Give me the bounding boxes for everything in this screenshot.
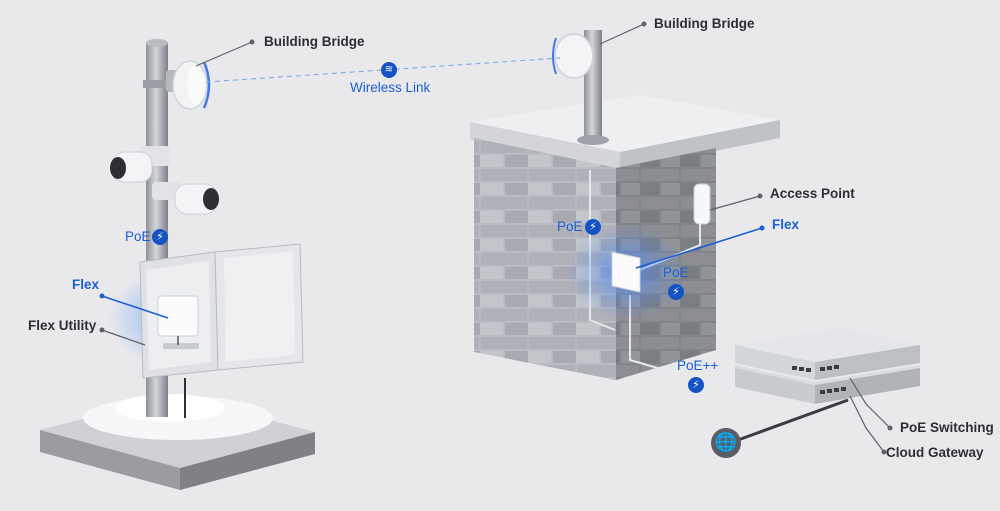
- flex-utility-enclosure: [139, 243, 304, 418]
- camera-lower: [152, 182, 219, 215]
- label-poe-right-mid: PoE: [663, 265, 689, 280]
- globe-icon: 🌐: [711, 428, 741, 458]
- leader-building-bridge-left: [195, 41, 253, 67]
- leader-building-bridge-right: [599, 23, 645, 45]
- roof-slab-top: [470, 95, 780, 152]
- label-flex-utility: Flex Utility: [28, 318, 97, 333]
- bolt-icon-poe-plus-plus: ⚡: [688, 377, 704, 393]
- flex-device-right: [611, 251, 641, 293]
- leader-flex-utility: [101, 329, 146, 346]
- brick-wall-front: [474, 138, 616, 380]
- label-poe-left: PoE: [125, 229, 151, 244]
- concrete-base-left: [40, 430, 180, 490]
- leader-poe-switching: [849, 377, 891, 429]
- left-pole-installation: [40, 39, 315, 490]
- poe-switch-top: [735, 328, 920, 362]
- poe-switch-front: [735, 345, 815, 380]
- building-bridge-right-device: [554, 33, 594, 79]
- bolt-icon-poe-right-mid: ⚡: [668, 284, 684, 300]
- cloud-gateway-front: [735, 368, 815, 404]
- label-poe-right-top: PoE: [557, 219, 583, 234]
- poe-switch-side: [815, 345, 920, 380]
- brick-building: [470, 30, 780, 399]
- camera-upper: [110, 146, 170, 183]
- label-access-point: Access Point: [770, 186, 855, 201]
- wireless-link-icon: ≋: [381, 62, 397, 78]
- label-poe-plus-plus: PoE++: [677, 358, 719, 373]
- label-poe-switching: PoE Switching: [900, 420, 994, 435]
- leader-flex-right: [635, 227, 763, 269]
- label-flex-right: Flex: [772, 217, 800, 232]
- label-flex-left: Flex: [72, 277, 100, 292]
- bolt-icon-poe-left: ⚡: [152, 229, 168, 245]
- leader-flex-left: [101, 295, 169, 319]
- label-wireless-link: Wireless Link: [350, 80, 431, 95]
- access-point-device: [693, 183, 711, 225]
- switch-stack: [735, 328, 920, 442]
- cloud-gateway-side: [815, 368, 920, 404]
- concrete-base-right: [180, 432, 315, 490]
- label-building-bridge-right: Building Bridge: [654, 16, 755, 31]
- leader-cloud-gateway: [849, 395, 885, 453]
- wan-cable: [737, 398, 849, 442]
- leader-lines: [101, 23, 891, 453]
- leader-access-point: [709, 195, 761, 211]
- cloud-gateway-top: [735, 365, 920, 385]
- bolt-icon-poe-right-top: ⚡: [585, 219, 601, 235]
- leader-dots: [99, 21, 893, 455]
- label-cloud-gateway: Cloud Gateway: [886, 445, 984, 460]
- roof-slab-side: [620, 120, 780, 170]
- roof-slab-front: [470, 122, 620, 170]
- label-building-bridge-left: Building Bridge: [264, 34, 365, 49]
